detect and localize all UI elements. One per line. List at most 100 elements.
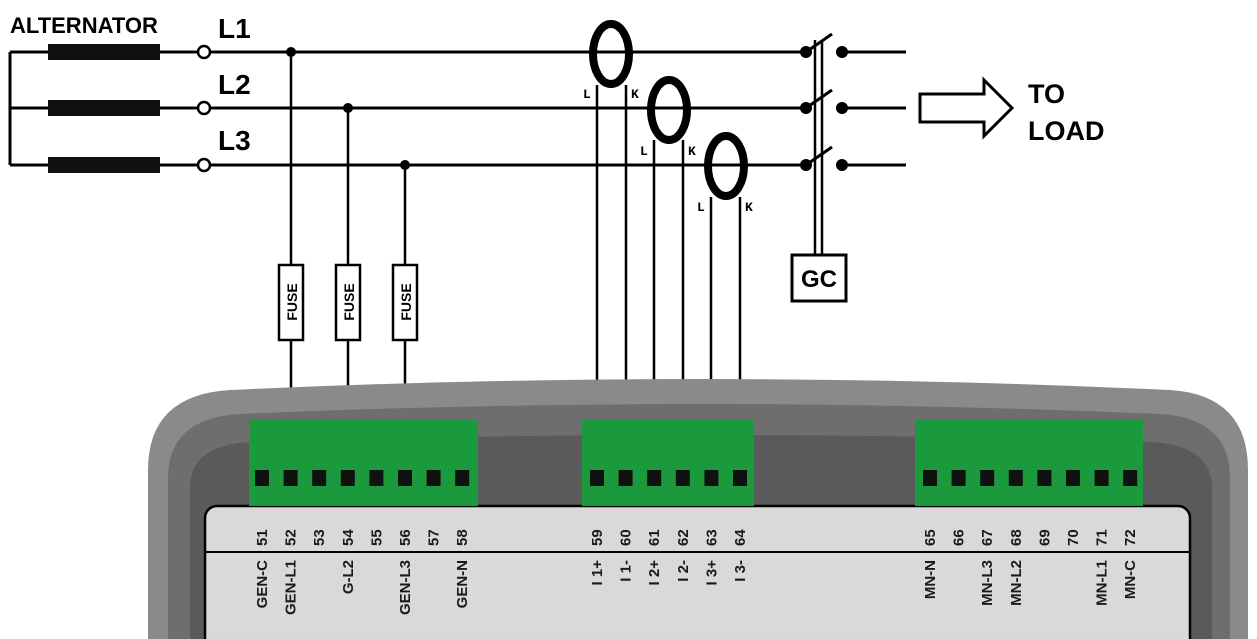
terminal-pin bbox=[1094, 470, 1109, 486]
ct3-k-label: K bbox=[745, 200, 753, 215]
terminal-pin bbox=[283, 470, 298, 486]
to-label: TO bbox=[1028, 79, 1065, 109]
terminal-squares bbox=[255, 470, 1138, 486]
terminal-number: 52 bbox=[283, 529, 300, 546]
terminal-pin bbox=[647, 470, 662, 486]
terminal-l1 bbox=[196, 44, 212, 60]
terminal-l3 bbox=[196, 157, 212, 173]
terminal-pin bbox=[455, 470, 470, 486]
alternator-label: ALTERNATOR bbox=[10, 13, 158, 38]
terminal-pin bbox=[980, 470, 995, 486]
junction-dot bbox=[400, 160, 410, 170]
terminal-name: GEN-N bbox=[454, 560, 471, 608]
ct-ring-1 bbox=[589, 20, 633, 88]
winding-l2 bbox=[48, 100, 160, 116]
fuse-1: FUSE bbox=[277, 263, 305, 342]
terminal-number: 60 bbox=[618, 529, 635, 546]
terminal-pin bbox=[1066, 470, 1080, 486]
ct2-k-label: K bbox=[688, 144, 696, 159]
terminal-number: 67 bbox=[979, 529, 996, 546]
terminal-number: 72 bbox=[1122, 529, 1139, 546]
terminal-pin bbox=[704, 470, 719, 486]
terminal-name: GEN-L1 bbox=[283, 560, 300, 615]
terminal-name: I 1- bbox=[618, 560, 635, 582]
terminal-pin bbox=[675, 470, 690, 486]
terminal-name: GEN-C bbox=[254, 560, 271, 609]
terminal-pin bbox=[1008, 470, 1023, 486]
terminal-pin bbox=[369, 470, 384, 486]
terminal-name: I 2- bbox=[675, 560, 692, 582]
terminal-number: 54 bbox=[340, 529, 357, 546]
contactor: GC bbox=[790, 32, 848, 303]
terminal-pin bbox=[733, 470, 747, 486]
connector-block-ct bbox=[582, 420, 754, 506]
terminal-number: 57 bbox=[426, 529, 443, 546]
terminal-name: I 3- bbox=[732, 560, 749, 582]
gc-label: GC bbox=[801, 266, 837, 293]
terminal-number: 63 bbox=[703, 529, 720, 546]
terminal-pin bbox=[312, 470, 327, 486]
winding-l3 bbox=[48, 157, 160, 173]
terminal-number: 56 bbox=[397, 529, 414, 546]
terminal-name: GEN-L3 bbox=[397, 560, 414, 615]
terminal-name: I 2+ bbox=[646, 560, 663, 586]
fuse-label: FUSE bbox=[398, 283, 414, 320]
terminal-pin bbox=[255, 470, 269, 486]
junction-dot bbox=[286, 47, 296, 57]
terminal-pin bbox=[1123, 470, 1138, 486]
terminal-name: I 1+ bbox=[589, 560, 606, 586]
ct3-l-label: L bbox=[697, 200, 705, 215]
terminal-pin bbox=[340, 470, 355, 486]
terminal-name: G-L2 bbox=[340, 560, 357, 594]
terminal-number: 51 bbox=[254, 529, 271, 546]
terminal-number: 64 bbox=[732, 529, 749, 546]
terminal-pin bbox=[590, 470, 604, 486]
terminal-name: I 3+ bbox=[703, 560, 720, 586]
terminal-pin bbox=[618, 470, 633, 486]
terminal-number: 66 bbox=[951, 529, 968, 546]
ct2-l-label: L bbox=[640, 144, 648, 159]
connector-block-mains bbox=[915, 420, 1143, 506]
alternator bbox=[8, 50, 198, 167]
ct-ring-3 bbox=[704, 132, 748, 200]
terminal-number: 59 bbox=[589, 529, 606, 546]
terminal-pin bbox=[426, 470, 441, 486]
phase-label-l1: L1 bbox=[218, 13, 251, 44]
ct1-l-label: L bbox=[583, 87, 591, 102]
fuse-label: FUSE bbox=[284, 283, 300, 320]
terminal-numbers: 51 52 53 54 55 56 57 58 59 60 61 62 63 64 65 66 67 68 69 70… bbox=[254, 529, 1139, 546]
fuse-label: FUSE bbox=[341, 283, 357, 320]
phase-label-l3: L3 bbox=[218, 125, 251, 156]
terminal-number: 55 bbox=[368, 529, 385, 546]
connector-block-gen bbox=[249, 420, 478, 506]
ct1-k-label: K bbox=[631, 87, 639, 102]
terminal-pin bbox=[1037, 470, 1052, 486]
terminal-number: 68 bbox=[1008, 529, 1025, 546]
junction-dot bbox=[343, 103, 353, 113]
fuse-3: FUSE bbox=[391, 263, 419, 342]
terminal-l2 bbox=[196, 100, 212, 116]
terminal-pin bbox=[923, 470, 937, 486]
terminal-name: MN-N bbox=[922, 560, 939, 599]
terminal-number: 61 bbox=[646, 529, 663, 546]
phase-label-l2: L2 bbox=[218, 69, 251, 100]
load-label: LOAD bbox=[1028, 116, 1105, 146]
ct-ring-2 bbox=[647, 76, 691, 144]
terminal-number: 53 bbox=[311, 529, 328, 546]
terminal-name: MN-C bbox=[1122, 560, 1139, 599]
load-arrow-icon bbox=[918, 76, 1015, 140]
terminal-number: 70 bbox=[1065, 529, 1082, 546]
winding-l1 bbox=[48, 44, 160, 60]
terminal-number: 69 bbox=[1036, 529, 1053, 546]
terminal-number: 65 bbox=[922, 529, 939, 546]
terminal-pin bbox=[951, 470, 966, 486]
terminal-number: 62 bbox=[675, 529, 692, 546]
terminal-pin bbox=[398, 470, 412, 486]
fuse-2: FUSE bbox=[334, 263, 362, 342]
terminal-names: GEN-C GEN-L1 G-L2 GEN-L3 GEN-N I 1+ I 1- I 2+ I … bbox=[254, 560, 1139, 615]
terminal-name: MN-L3 bbox=[979, 560, 996, 606]
terminal-number: 58 bbox=[454, 529, 471, 546]
terminal-name: MN-L2 bbox=[1008, 560, 1025, 606]
terminal-number: 71 bbox=[1094, 529, 1111, 546]
